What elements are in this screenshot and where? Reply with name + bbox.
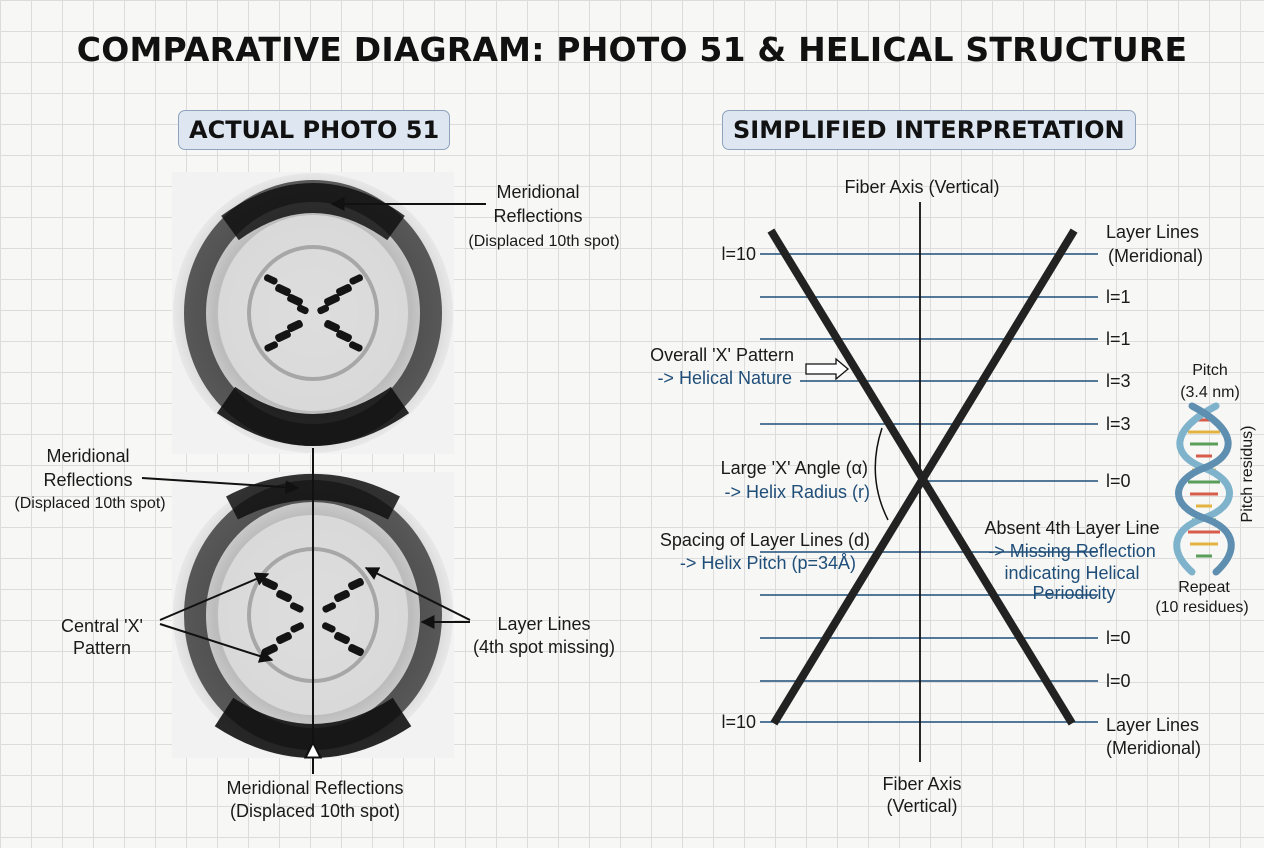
x-stroke-right [770,228,1078,726]
x-angle-label-1: Large 'X' Angle (α) [721,458,868,478]
right-index-2: l=1 [1106,329,1131,349]
bottom-meridional-label-1: Meridional Reflections [226,778,403,798]
fiber-axis-bottom-label-1: Fiber Axis [882,774,961,794]
pitch-residue-label: Pitch residus) [1239,426,1256,523]
layer-lines-label-2: (4th spot missing) [473,637,615,657]
repeat-label-1: Repeat [1178,579,1230,596]
repeat-label-2: (10 residues) [1155,599,1248,616]
left-index-top: l=10 [721,244,756,264]
top-meridional-label-3: (Displaced 10th spot) [468,233,619,250]
page-title: COMPARATIVE DIAGRAM: PHOTO 51 & HELICAL … [76,30,1188,69]
layer-lines-top-label-1: Layer Lines [1106,222,1199,242]
interpretation-diagram [760,202,1098,762]
spacing-label-2: -> Helix Pitch (p=34Å) [680,553,856,573]
spacing-label-1: Spacing of Layer Lines (d) [660,530,870,550]
absent-label-2: -> Missing Reflection [988,541,1156,561]
x-pattern-label-2: -> Helical Nature [657,368,792,388]
right-index-7: l=0 [1106,671,1131,691]
top-meridional-label-2: Reflections [493,206,582,226]
layer-lines-bottom-label-1: Layer Lines [1106,715,1199,735]
x-pattern-label-1: Overall 'X' Pattern [650,345,794,365]
arrow-central-x-upper [159,572,270,621]
fiber-axis-top-label: Fiber Axis (Vertical) [844,177,999,197]
fiber-axis-bottom-label-2: (Vertical) [886,796,957,816]
right-panel-heading: SIMPLIFIED INTERPRETATION [722,110,1136,150]
x-angle-label-2: -> Helix Radius (r) [724,482,870,502]
absent-label-4: Periodicity [1032,583,1115,603]
right-index-6: l=0 [1106,628,1131,648]
left-panel-heading: ACTUAL PHOTO 51 [178,110,451,150]
pitch-label-2: (3.4 nm) [1180,384,1240,401]
absent-label-3: indicating Helical [1004,563,1139,583]
arrow-mid-meridional [141,477,300,495]
photo51-top-image [172,172,454,454]
right-index-5: l=0 [1106,471,1131,491]
arrow-central-x-lower [159,623,274,663]
photo51-bottom-image [172,448,454,760]
bottom-meridional-label-2: (Displaced 10th spot) [230,801,400,821]
central-x-label-1: Central 'X' [61,616,143,636]
mid-meridional-label-2: Reflections [43,470,132,490]
pitch-label-1: Pitch [1192,362,1228,379]
layer-lines-label-1: Layer Lines [497,614,590,634]
right-index-4: l=3 [1106,414,1131,434]
right-index-3: l=3 [1106,371,1131,391]
mid-meridional-label-1: Meridional [46,446,129,466]
central-x-label-2: Pattern [73,638,131,658]
x-pattern-arrow [805,357,850,381]
absent-label-1: Absent 4th Layer Line [984,518,1159,538]
dna-helix-icon [1173,402,1235,576]
arrow-layer-lines-upper [364,567,471,621]
left-index-bottom: l=10 [721,712,756,732]
x-angle-arc [874,427,889,521]
mid-meridional-label-3: (Displaced 10th spot) [14,495,165,512]
layer-lines-top-label-2: (Meridional) [1108,246,1203,266]
layer-lines-bottom-label-2: (Meridional) [1106,738,1201,758]
right-index-1: l=1 [1106,287,1131,307]
top-meridional-label-1: Meridional [496,182,579,202]
